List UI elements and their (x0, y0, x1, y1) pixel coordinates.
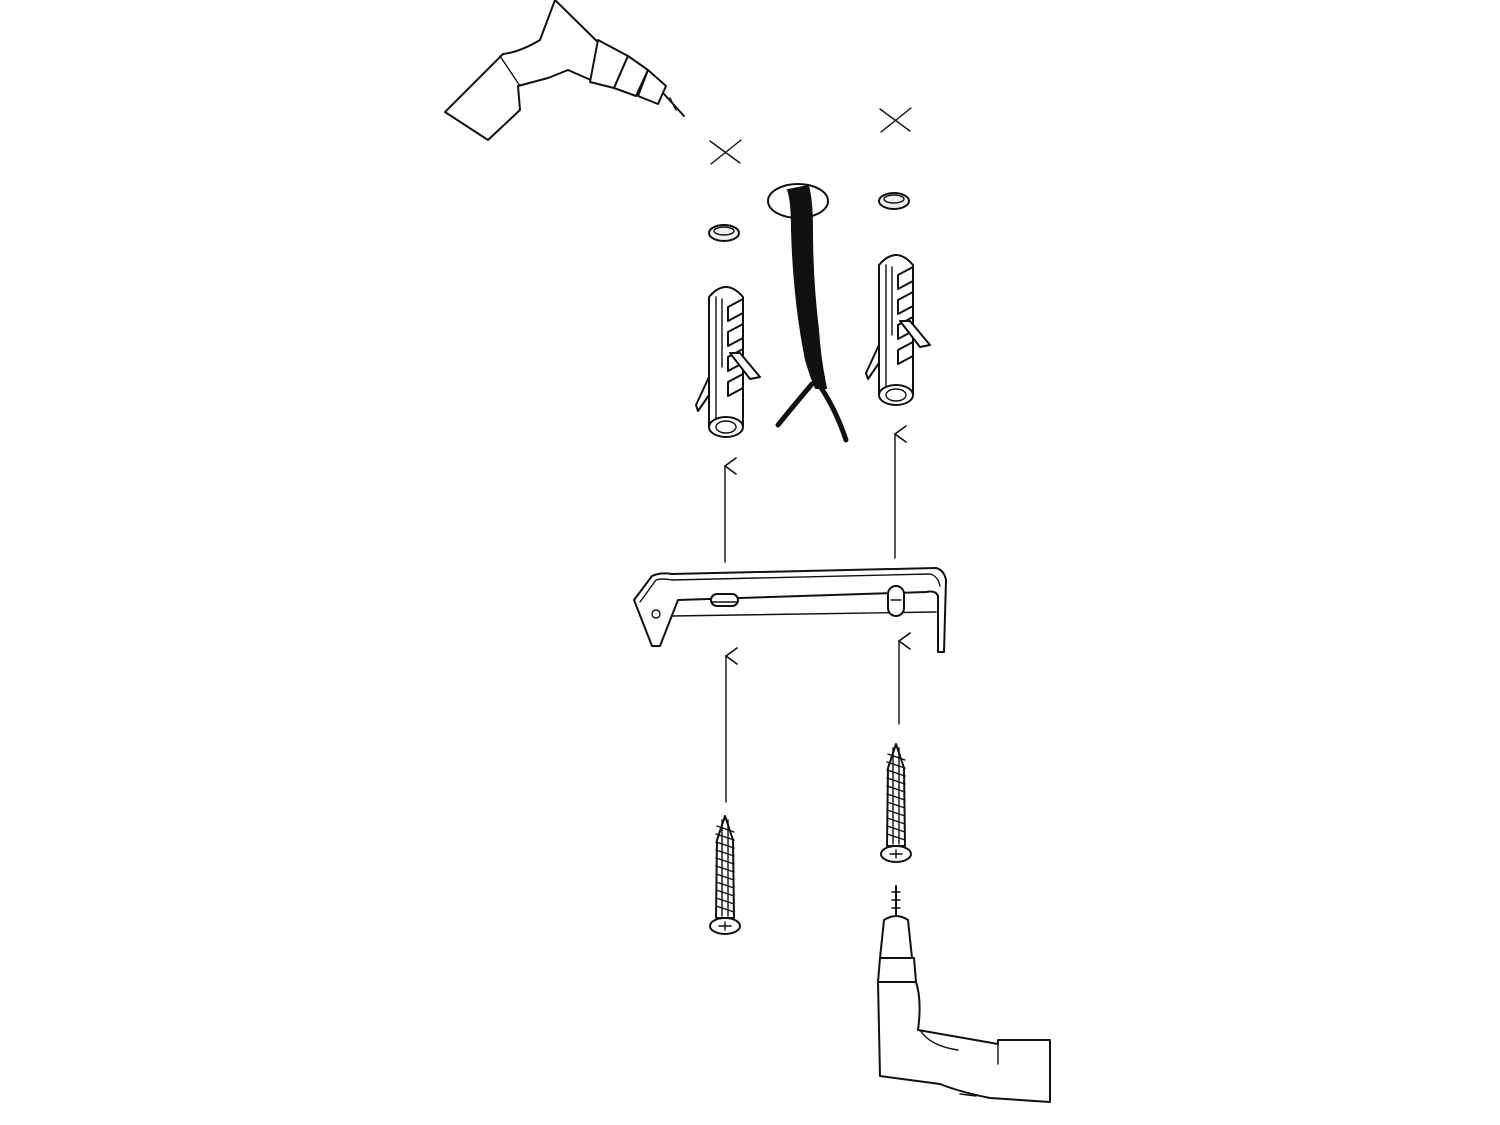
drilled-hole-icon (878, 192, 910, 210)
screw-icon (880, 743, 912, 863)
cable-icon (767, 183, 849, 443)
drill-mark-icon (709, 139, 742, 165)
drill-mark-icon (879, 107, 912, 133)
wall-plug-icon (865, 254, 931, 406)
drill-icon (877, 885, 1051, 1103)
mounting-bracket-icon (633, 567, 947, 653)
screw-icon (709, 815, 741, 935)
drill-icon (444, 0, 685, 141)
drilled-hole-icon (708, 224, 740, 242)
wall-plug-icon (695, 286, 761, 438)
